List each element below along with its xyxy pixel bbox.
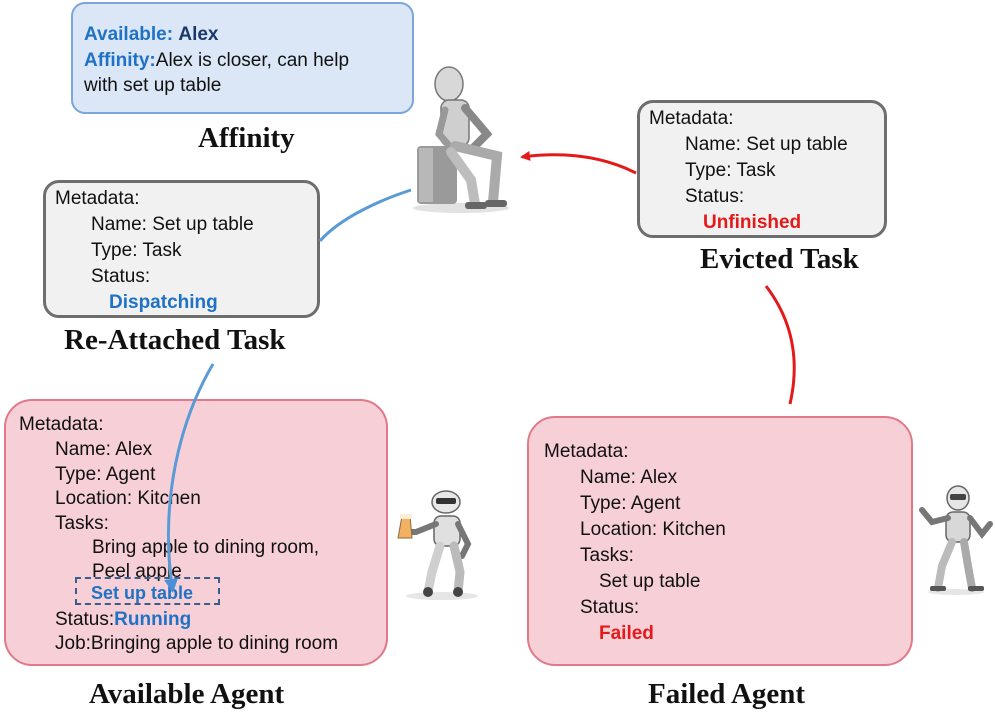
arrow-reattached-to-agent-task [164, 363, 215, 593]
agent-location: Location: Kitchen [580, 519, 726, 540]
affinity-text-2: with set up table [84, 75, 222, 96]
metadata-label: Metadata: [55, 188, 140, 209]
available-agent-box: Metadata: Name: Alex Type: Agent Locatio… [4, 399, 388, 666]
caption-affinity: Affinity [198, 122, 295, 154]
tasks-label: Tasks: [55, 513, 109, 534]
line-affinity-to-reattached [318, 188, 412, 242]
task-name: Name: Set up table [91, 214, 254, 235]
caption-reattached-task: Re-Attached Task [64, 324, 286, 356]
agent-name: Name: Alex [580, 467, 678, 488]
agent-location: Location: Kitchen [55, 488, 201, 509]
status-label: Status: [580, 597, 640, 618]
robot-with-drink-icon [397, 490, 478, 600]
reattached-task-box: Metadata: Name: Set up table Type: Task … [43, 180, 320, 318]
arrow-failed-to-evicted [764, 285, 796, 405]
status-label: Status: [91, 266, 151, 287]
task-item: Peel apple [92, 561, 182, 582]
task-type: Type: Task [685, 160, 776, 181]
agent-type: Type: Agent [55, 464, 156, 485]
caption-available-agent: Available Agent [89, 678, 285, 710]
affinity-box: Available: Alex Affinity:Alex is closer,… [71, 2, 414, 114]
tasks-label: Tasks: [580, 545, 634, 566]
agent-name: Name: Alex [55, 439, 153, 460]
affinity-text-1: Alex is closer, can help [155, 50, 350, 71]
status-label: Status: [685, 186, 745, 207]
status-label: Status: [55, 609, 115, 630]
failed-agent-box: Metadata: Name: Alex Type: Agent Locatio… [527, 416, 913, 666]
affinity-label: Affinity: [84, 50, 156, 71]
task-type: Type: Task [91, 240, 182, 261]
metadata-label: Metadata: [649, 108, 734, 129]
status-dispatching: Dispatching [109, 292, 218, 313]
agent-job: Job:Bringing apple to dining room [55, 633, 339, 654]
metadata-label: Metadata: [544, 441, 629, 462]
task-item: Set up table [599, 571, 701, 592]
evicted-task-box: Metadata: Name: Set up table Type: Task … [637, 100, 887, 238]
status-unfinished: Unfinished [703, 212, 802, 233]
available-value: Alex [178, 24, 219, 45]
status-failed: Failed [599, 623, 654, 644]
status-running: Running [114, 609, 192, 630]
arrow-evicted-to-affinity [520, 151, 637, 175]
thinking-robot-icon [413, 66, 509, 213]
highlighted-task-frame [75, 577, 220, 605]
caption-evicted-task: Evicted Task [700, 243, 859, 275]
task-item: Bring apple to dining room, [92, 537, 320, 558]
task-name: Name: Set up table [685, 134, 848, 155]
waving-robot-icon [919, 485, 993, 595]
available-label: Available: [84, 24, 174, 45]
metadata-label: Metadata: [19, 414, 104, 435]
caption-failed-agent: Failed Agent [648, 678, 806, 710]
agent-type: Type: Agent [580, 493, 681, 514]
